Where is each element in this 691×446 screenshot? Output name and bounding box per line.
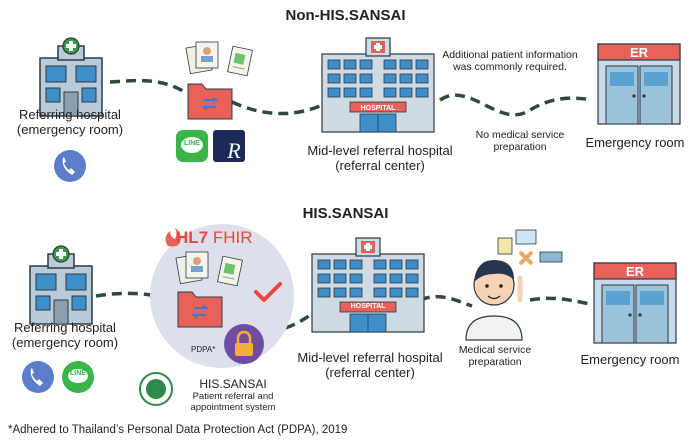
- line-app-text: LINE: [184, 140, 200, 147]
- additional-info-note: Additional patient information was commo…: [415, 49, 605, 73]
- bottom-er-label: Emergency room: [580, 352, 680, 367]
- phone-icon: [54, 150, 86, 182]
- bottom-er-sign: ER: [625, 264, 645, 279]
- additional-info-note-line1: Additional patient information: [442, 49, 578, 61]
- bottom-referring-label-line2: (emergency room): [11, 335, 119, 350]
- r-app-letter: R: [227, 138, 241, 163]
- bottom-referring-label: Referring hospital (emergency room): [0, 320, 130, 350]
- bottom-midlevel-label-line2: (referral center): [325, 365, 415, 380]
- top-section-title: Non-HIS.SANSAI: [285, 7, 406, 24]
- top-hospital-sign: HOSPITAL: [360, 105, 396, 112]
- top-midlevel-label-line1: Mid-level referral hospital: [307, 143, 453, 158]
- lock-icon: [224, 324, 264, 364]
- footnote: *Adhered to Thailand’s Personal Data Pro…: [8, 424, 348, 436]
- line-app-icon: [176, 130, 208, 162]
- doctor-icon: [465, 260, 523, 341]
- r-app-icon: [213, 130, 245, 162]
- hl7-flame-icon: [165, 228, 181, 247]
- referring-hospital-icon-2: [29, 245, 93, 325]
- top-er-label: Emergency room: [585, 135, 685, 150]
- bottom-hospital-sign: HOSPITAL: [350, 303, 386, 310]
- referring-hospital-icon: [39, 37, 103, 117]
- referral-folder-icon-2: [177, 291, 223, 328]
- midlevel-hospital-icon-2: [311, 237, 425, 333]
- bottom-midlevel-label: Mid-level referral hospital (referral ce…: [275, 350, 465, 380]
- top-referring-label-line1: Referring hospital: [19, 107, 121, 122]
- line-app-icon-2: [62, 361, 94, 393]
- prep-note: Medical service preparation: [440, 344, 550, 368]
- hl7-text: HL7: [176, 228, 209, 247]
- bottom-midlevel-label-line1: Mid-level referral hospital: [297, 350, 443, 365]
- line-app-text-2: LINE: [70, 370, 86, 377]
- his-system-caption: HIS.SANSAI Patient referral and appointm…: [178, 377, 288, 413]
- bottom-section-title: HIS.SANSAI: [302, 205, 389, 222]
- additional-info-note-line2: was commonly required.: [453, 61, 567, 73]
- top-flow-line: [109, 78, 593, 117]
- medical-items-icon: [497, 229, 563, 266]
- referral-folder-icon: [187, 83, 233, 120]
- phone-icon-2: [22, 361, 54, 393]
- top-midlevel-label: Mid-level referral hospital (referral ce…: [285, 143, 475, 173]
- no-prep-note-line1: No medical service: [475, 129, 565, 141]
- no-prep-note-line2: preparation: [493, 141, 547, 153]
- fhir-text: FHIR: [212, 228, 253, 247]
- top-er-sign: ER: [629, 45, 649, 60]
- pdpa-tag: PDPA*: [191, 345, 216, 354]
- no-prep-note: No medical service preparation: [455, 129, 585, 153]
- his-desc-line1: Patient referral and: [192, 391, 274, 402]
- patient-documents-icon: [185, 41, 253, 77]
- bottom-flow-line: [95, 291, 591, 334]
- top-referring-label-line2: (emergency room): [16, 122, 124, 137]
- moph-seal-icon: [139, 372, 173, 406]
- bottom-referring-label-line1: Referring hospital: [14, 320, 116, 335]
- top-midlevel-label-line2: (referral center): [335, 158, 425, 173]
- prep-note-line1: Medical service: [458, 344, 532, 356]
- prep-note-line2: preparation: [468, 356, 522, 368]
- his-system-name: HIS.SANSAI: [199, 377, 267, 391]
- his-desc-line2: appointment system: [190, 402, 276, 413]
- top-referring-label: Referring hospital (emergency room): [0, 107, 140, 137]
- hl7-logo: HL7 FHIR: [176, 228, 253, 248]
- check-icon: [254, 282, 282, 302]
